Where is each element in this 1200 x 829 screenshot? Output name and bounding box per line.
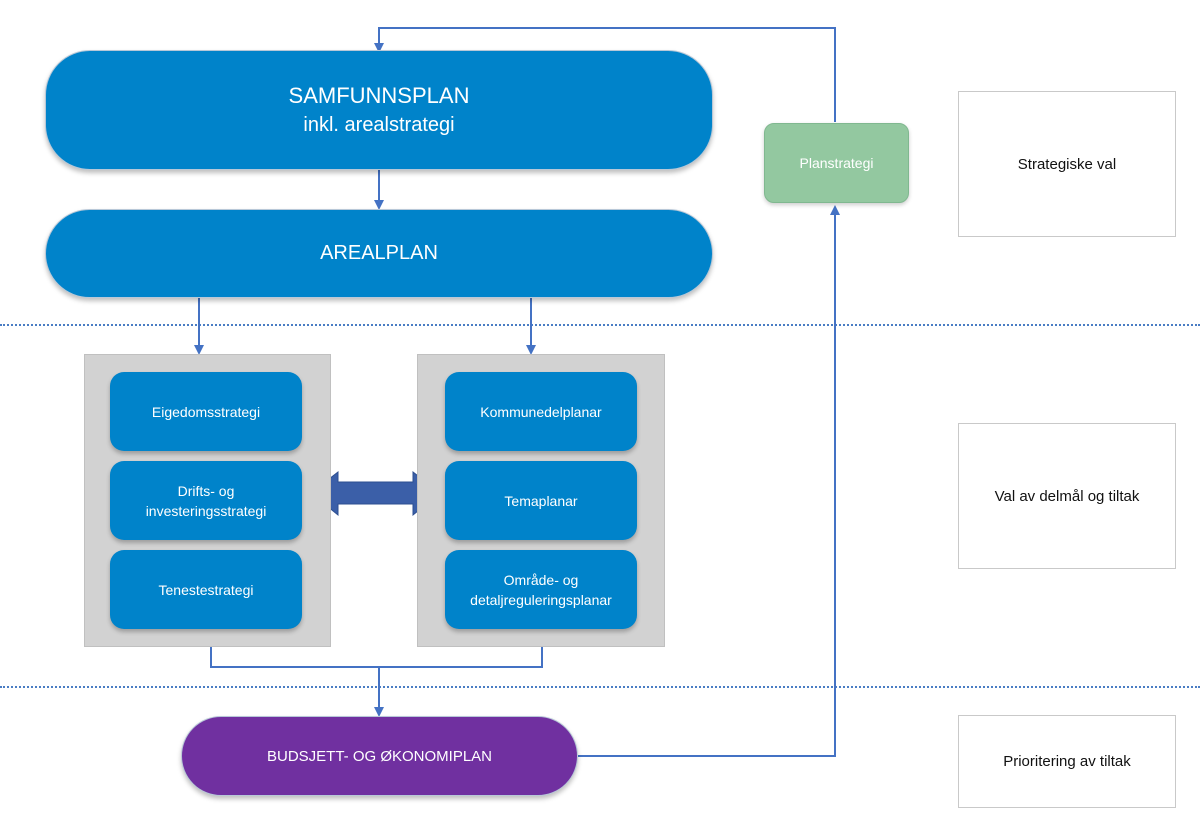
temaplanar-node: Temaplanar — [445, 461, 637, 540]
level-label-strategiske-val: Strategiske val — [1017, 155, 1117, 173]
drifts-label-line1: Drifts- og — [177, 482, 235, 499]
level-box-val-av-delmal: Val av delmål og tiltak — [958, 423, 1176, 569]
level-separator-bottom — [0, 686, 1200, 688]
level-label-prioritering: Prioritering av tiltak — [1003, 753, 1131, 770]
feedback-line-to-planstrategi — [578, 205, 840, 757]
kommunedelplanar-label: Kommunedelplanar — [480, 403, 602, 420]
omrade-label-line1: Område- og — [503, 571, 579, 588]
level-box-strategiske-val: Strategiske val — [958, 91, 1176, 237]
eigedomsstrategi-node: Eigedomsstrategi — [110, 372, 302, 451]
drifts-investeringsstrategi-node: Drifts- og investeringsstrategi — [110, 461, 302, 540]
samfunnsplan-title: SAMFUNNSPLAN — [288, 83, 470, 108]
arealplan-node: AREALPLAN — [45, 209, 713, 298]
omrade-detaljreguleringsplanar-node: Område- og detaljreguleringsplanar — [445, 550, 637, 629]
samfunnsplan-subtitle: inkl. arealstrategi — [303, 114, 455, 136]
feedback-line-to-samfunnsplan — [374, 27, 836, 122]
drifts-label-line2: investeringsstrategi — [145, 502, 267, 519]
samfunnsplan-node: SAMFUNNSPLAN inkl. arealstrategi — [45, 50, 713, 170]
tenestestrategi-node: Tenestestrategi — [110, 550, 302, 629]
arealplan-label: AREALPLAN — [320, 242, 438, 264]
temaplanar-label: Temaplanar — [504, 492, 578, 509]
eigedomsstrategi-label: Eigedomsstrategi — [151, 403, 261, 420]
level-separator-top — [0, 324, 1200, 326]
tenestestrategi-label: Tenestestrategi — [158, 581, 254, 598]
level-label-val-av-delmal: Val av delmål og tiltak — [994, 487, 1140, 505]
budsjett-label: BUDSJETT- OG ØKONOMIPLAN — [266, 747, 493, 765]
budsjett-okonomiplan-node: BUDSJETT- OG ØKONOMIPLAN — [181, 716, 578, 796]
level-box-prioritering: Prioritering av tiltak — [958, 715, 1176, 808]
kommunedelplanar-node: Kommunedelplanar — [445, 372, 637, 451]
planstrategi-node: Planstrategi — [764, 123, 909, 203]
planstrategi-label: Planstrategi — [799, 155, 874, 171]
merge-line-groups — [210, 645, 543, 668]
omrade-label-line2: detaljreguleringsplanar — [470, 591, 612, 608]
